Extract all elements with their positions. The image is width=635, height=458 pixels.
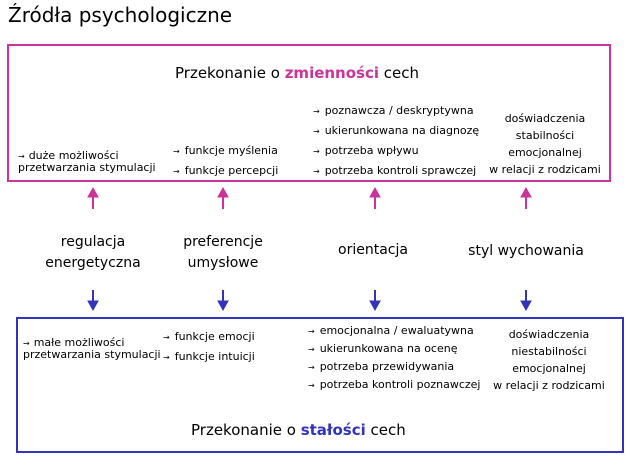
bullet-icon: →: [308, 345, 315, 354]
top-col3: →poznawcza / deskryptywna →ukierunkowana…: [313, 101, 479, 181]
top-box-heading: Przekonanie o zmienności cech: [175, 64, 419, 82]
middle-label-regulation: regulacja energetyczna: [45, 234, 141, 271]
list-item: →funkcje intuicji: [163, 350, 255, 363]
bottom-col2: →funkcje emocji →funkcje intuicji: [163, 327, 255, 367]
middle-label-orientation: orientacja: [338, 242, 408, 258]
bottom-box-heading: Przekonanie o stałości cech: [191, 421, 406, 439]
down-arrow-icon: [369, 290, 381, 312]
bullet-icon: →: [163, 353, 170, 362]
top-col1-line2: przetwarzania stymulacji: [18, 161, 156, 174]
list-item: →funkcje percepcji: [173, 164, 279, 177]
top-col1: →duże możliwości przetwarzania stymulacj…: [18, 150, 156, 173]
page-title: Źródła psychologiczne: [8, 3, 233, 27]
bullet-icon: →: [313, 167, 320, 176]
top-box: [7, 44, 611, 182]
list-item: →funkcje myślenia: [173, 144, 278, 157]
list-item: →potrzeba wpływu: [313, 144, 419, 157]
down-arrow-icon: [87, 290, 99, 312]
top-heading-em: zmienności: [284, 64, 380, 82]
list-item: →ukierunkowana na diagnozę: [313, 124, 480, 137]
middle-label-parenting-style: styl wychowania: [468, 243, 584, 259]
list-item: →funkcje emocji: [163, 330, 255, 343]
bottom-col1: →małe możliwości przetwarzania stymulacj…: [23, 337, 161, 360]
bullet-icon: →: [313, 147, 320, 156]
bullet-icon: →: [313, 127, 320, 136]
bottom-heading-post: cech: [365, 421, 406, 439]
bottom-col3: →emocjonalna / ewaluatywna →ukierunkowan…: [308, 322, 480, 394]
bullet-icon: →: [308, 327, 315, 336]
bullet-icon: →: [308, 363, 315, 372]
bullet-icon: →: [163, 333, 170, 342]
bullet-icon: →: [23, 339, 30, 348]
list-item: →potrzeba kontroli sprawczej: [313, 164, 477, 177]
bottom-col4: doświadczenia niestabilności emocjonalne…: [493, 328, 605, 392]
bottom-box: [16, 317, 624, 453]
bottom-heading-em: stałości: [300, 421, 366, 439]
list-item: →potrzeba kontroli poznawczej: [308, 378, 481, 391]
up-arrow-icon: [369, 186, 381, 209]
list-item: →ukierunkowana na ocenę: [308, 342, 458, 355]
down-arrow-icon: [217, 290, 229, 312]
up-arrow-icon: [217, 186, 229, 209]
up-arrow-icon: [520, 186, 532, 209]
top-col4: doświadczenia stabilności emocjonalnej w…: [489, 112, 601, 176]
top-heading-pre: Przekonanie o: [175, 64, 285, 82]
bullet-icon: →: [313, 107, 320, 116]
bottom-heading-pre: Przekonanie o: [191, 421, 301, 439]
bullet-icon: →: [18, 152, 25, 161]
bottom-col1-line1: małe możliwości: [33, 336, 125, 349]
list-item: →emocjonalna / ewaluatywna: [308, 324, 474, 337]
top-heading-post: cech: [379, 64, 420, 82]
bottom-col1-line2: przetwarzania stymulacji: [23, 348, 161, 361]
bullet-icon: →: [173, 167, 180, 176]
down-arrow-icon: [520, 290, 532, 312]
up-arrow-icon: [87, 186, 99, 209]
bullet-icon: →: [173, 147, 180, 156]
top-col2: →funkcje myślenia →funkcje percepcji: [173, 141, 278, 181]
list-item: →poznawcza / deskryptywna: [313, 104, 474, 117]
bullet-icon: →: [308, 381, 315, 390]
list-item: →potrzeba przewidywania: [308, 360, 455, 373]
top-col1-line1: duże możliwości: [28, 149, 119, 162]
middle-label-preferences: preferencje umysłowe: [183, 234, 263, 271]
